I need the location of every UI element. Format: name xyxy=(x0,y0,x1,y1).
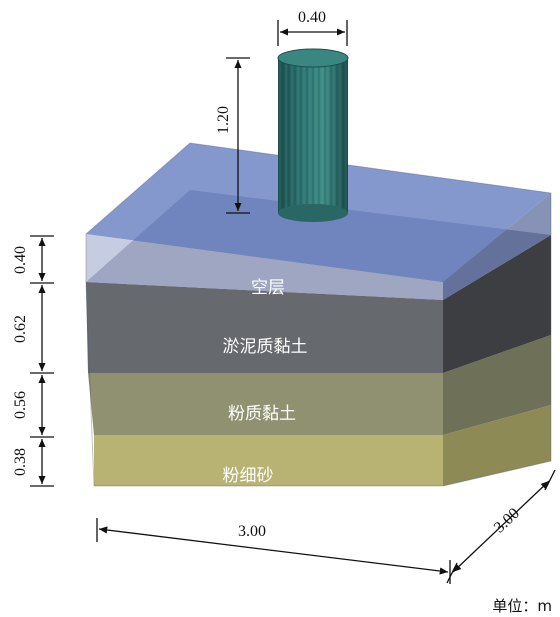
pile-length-label: 1.20 xyxy=(215,106,232,134)
depth-dimension: 3.00 xyxy=(446,469,556,584)
air-layer-right-face xyxy=(443,193,551,300)
pile-length-dimension: 1.20 xyxy=(215,57,250,214)
fine-sand-thickness-label: 0.38 xyxy=(12,448,29,476)
layer-label-air: 空层 xyxy=(251,278,285,298)
air-layer-front-face xyxy=(86,234,443,300)
layer-label-silt-clay: 淤泥质黏土 xyxy=(223,337,308,357)
silt-clay-thickness-label: 0.62 xyxy=(12,315,29,343)
silt-clay-front-face xyxy=(86,282,443,373)
unit-label: 单位：m xyxy=(492,597,552,615)
pile xyxy=(277,48,349,222)
pile-diameter-label: 0.40 xyxy=(298,9,326,26)
layer-label-silty-clay: 粉质黏土 xyxy=(228,404,296,424)
width-label: 3.00 xyxy=(238,523,266,540)
silty-clay-right-face xyxy=(443,335,551,435)
pile-diameter-dimension: 0.40 xyxy=(277,9,348,46)
air-thickness-label: 0.40 xyxy=(12,246,29,274)
width-dimension: 3.00 xyxy=(96,518,451,584)
layer-thickness-dimensions: 0.40 0.62 0.56 0.38 xyxy=(12,235,54,487)
layer-label-fine-sand: 粉细砂 xyxy=(223,466,274,486)
silty-clay-thickness-label: 0.56 xyxy=(12,391,29,419)
silt-clay-right-face xyxy=(443,235,551,373)
sand-right-face xyxy=(443,405,551,486)
air-layer-outline xyxy=(85,142,552,487)
silty-clay-front-face xyxy=(88,373,443,435)
fine-sand-front-face xyxy=(94,435,443,486)
